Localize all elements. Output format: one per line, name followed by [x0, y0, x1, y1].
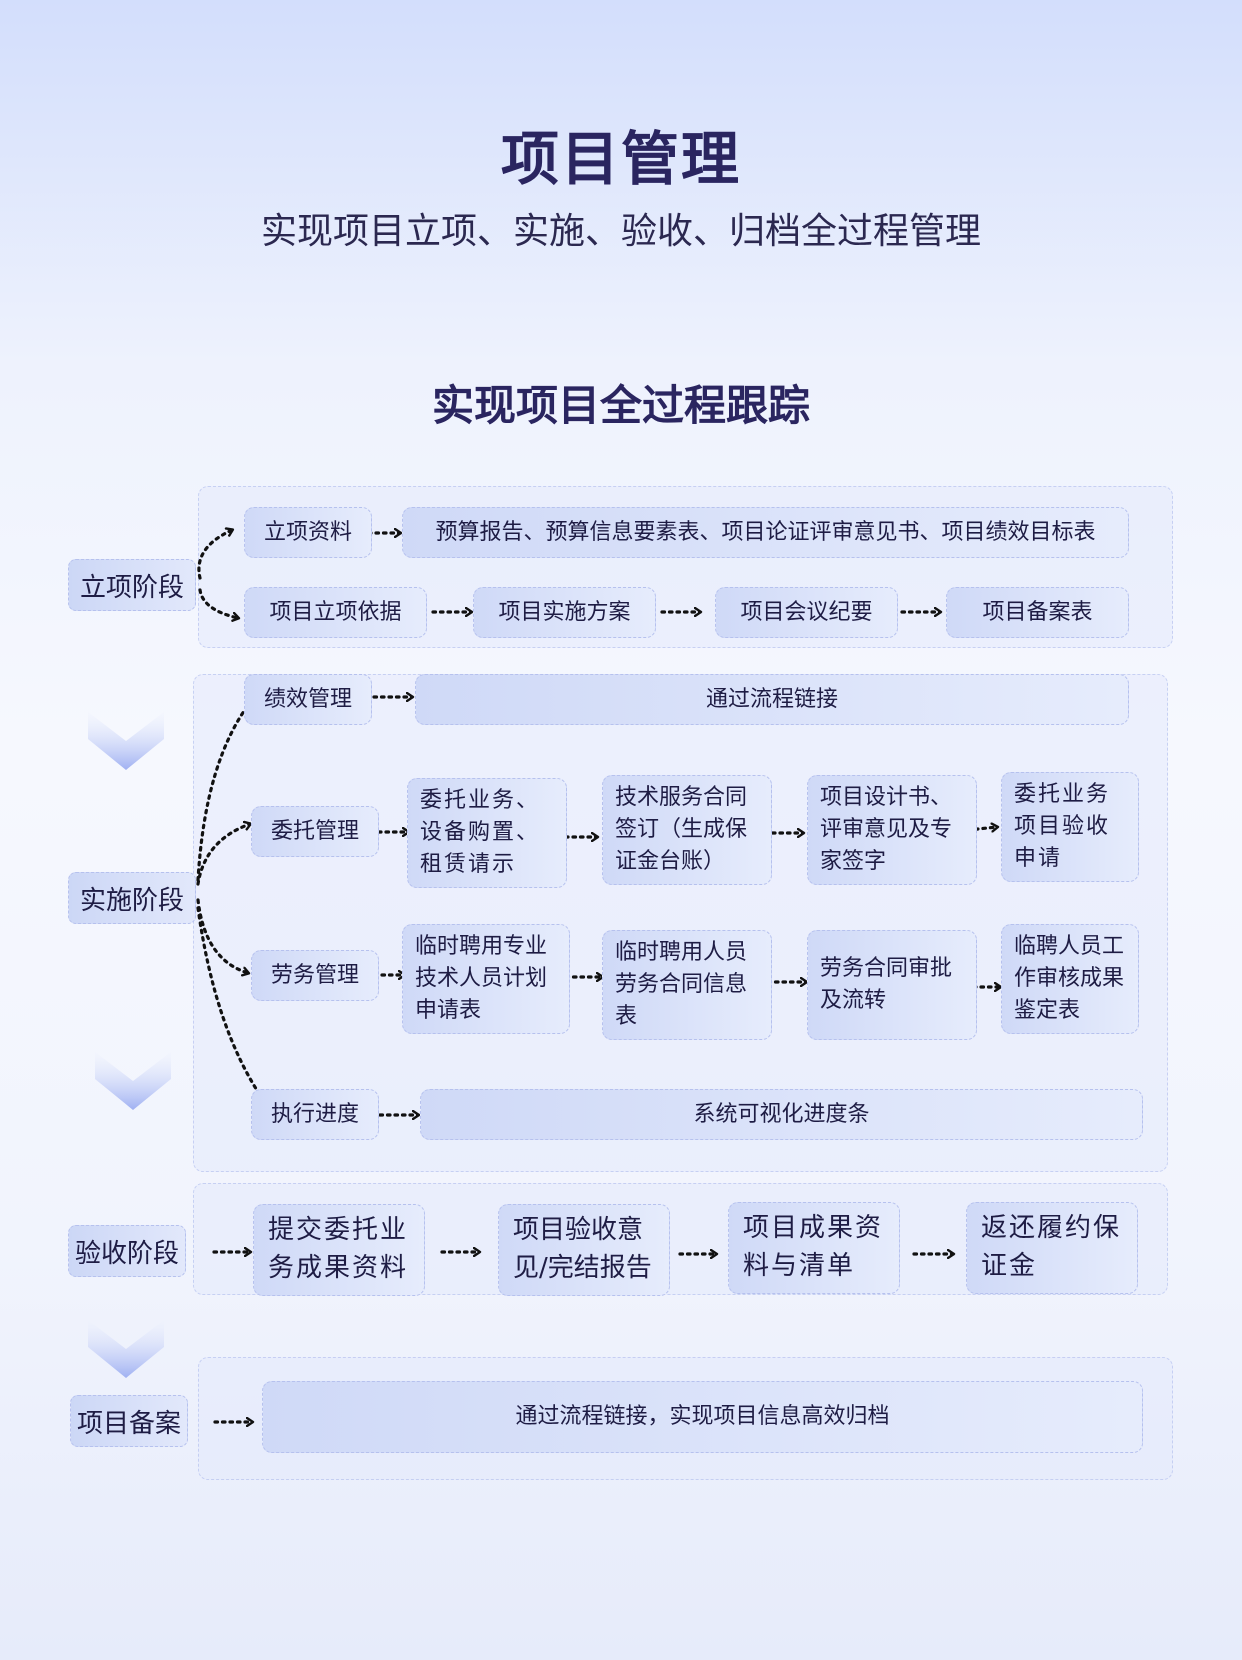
lixiang-basis-box[interactable]: 项目立项依据	[244, 587, 427, 638]
labor-flow-box[interactable]: 临聘人员工作审核成果鉴定表	[1001, 924, 1139, 1034]
entrust-flow-box[interactable]: 委托业务、设备购置、租赁请示	[407, 778, 567, 888]
lixiang-flow-box[interactable]: 项目实施方案	[473, 587, 656, 638]
performance-result-box: 通过流程链接	[415, 674, 1129, 725]
labor-flow-box[interactable]: 劳务合同审批及流转	[807, 930, 977, 1040]
chevron-down-icon	[88, 1320, 164, 1378]
performance-management-box[interactable]: 绩效管理	[244, 674, 372, 725]
acceptance-flow-box[interactable]: 项目成果资料与清单	[728, 1202, 900, 1294]
entrust-management-box[interactable]: 委托管理	[251, 806, 379, 857]
labor-flow-box[interactable]: 临时聘用专业技术人员计划申请表	[402, 924, 570, 1034]
lixiang-flow-box[interactable]: 项目备案表	[946, 587, 1129, 638]
section-title: 实现项目全过程跟踪	[431, 381, 810, 430]
acceptance-flow-box[interactable]: 提交委托业务成果资料	[253, 1204, 425, 1296]
acceptance-flow-box[interactable]: 返还履约保证金	[966, 1202, 1138, 1294]
entrust-flow-box[interactable]: 技术服务合同签订（生成保证金台账）	[602, 775, 772, 885]
page-title: 项目管理	[500, 125, 741, 193]
stage-label-lixiang[interactable]: 立项阶段	[68, 559, 196, 611]
acceptance-flow-box[interactable]: 项目验收意见/完结报告	[498, 1204, 670, 1296]
lixiang-materials-detail-box: 预算报告、预算信息要素表、项目论证评审意见书、项目绩效目标表	[402, 507, 1129, 558]
page-subtitle: 实现项目立项、实施、验收、归档全过程管理	[260, 211, 981, 252]
stage-label-yanshou[interactable]: 验收阶段	[68, 1225, 186, 1277]
lixiang-materials-box[interactable]: 立项资料	[244, 507, 372, 558]
lixiang-flow-box[interactable]: 项目会议纪要	[715, 587, 898, 638]
stage-label-shishi[interactable]: 实施阶段	[68, 872, 196, 924]
labor-flow-box[interactable]: 临时聘用人员劳务合同信息表	[602, 930, 772, 1040]
execution-progress-box[interactable]: 执行进度	[251, 1089, 379, 1140]
progress-result-box: 系统可视化进度条	[420, 1089, 1143, 1140]
entrust-flow-box[interactable]: 委托业务项目验收申请	[1001, 772, 1139, 882]
entrust-flow-box[interactable]: 项目设计书、评审意见及专家签字	[807, 775, 977, 885]
stage-label-beian[interactable]: 项目备案	[70, 1395, 188, 1447]
labor-management-box[interactable]: 劳务管理	[251, 950, 379, 1001]
archive-result-box: 通过流程链接，实现项目信息高效归档	[262, 1381, 1143, 1453]
chevron-down-icon	[95, 1052, 171, 1110]
chevron-down-icon	[88, 712, 164, 770]
